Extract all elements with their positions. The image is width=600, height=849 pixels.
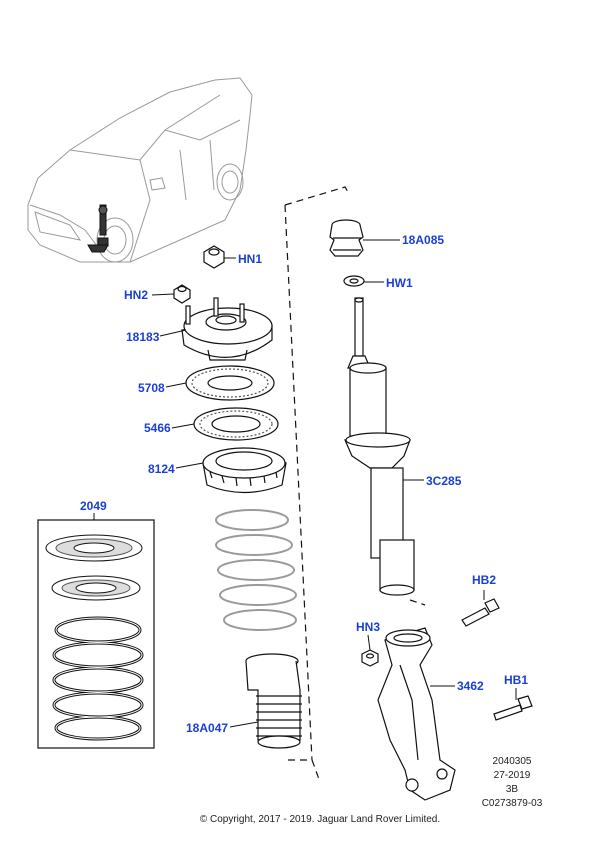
bolt-hb1 — [493, 695, 533, 721]
nut-hn2 — [173, 284, 191, 304]
spring-isolator-5466 — [193, 407, 279, 441]
callout-2049: 2049 — [80, 499, 107, 513]
callout-8124: 8124 — [148, 462, 175, 476]
drawing-revision: 3B — [506, 784, 519, 795]
callout-hw1: HW1 — [386, 276, 413, 290]
callout-5466: 5466 — [144, 421, 171, 435]
kit-2049-box — [37, 513, 155, 749]
shock-absorber-3C285 — [344, 297, 415, 596]
callout-5708: 5708 — [138, 381, 165, 395]
copyright-notice: © Copyright, 2017 - 2019. Jaguar Land Ro… — [200, 814, 440, 825]
spring-isolator-5708 — [185, 365, 275, 401]
callout-3462: 3462 — [457, 679, 484, 693]
callout-18A047: 18A047 — [186, 721, 228, 735]
drawing-number: 2040305 — [493, 756, 532, 767]
nut-hn1 — [203, 245, 225, 269]
callout-hn1: HN1 — [238, 252, 262, 266]
leader-lines — [151, 239, 517, 728]
assembly-dashed-outline — [284, 186, 426, 783]
vehicle-outline — [27, 77, 253, 263]
bolt-hb2 — [461, 598, 500, 627]
bump-stop-18A085 — [329, 219, 364, 257]
callout-hb2: HB2 — [472, 573, 496, 587]
top-mount-18183 — [181, 297, 273, 361]
callout-hb1: HB1 — [504, 673, 528, 687]
drawing-date: 27-2019 — [494, 770, 531, 781]
callout-18A085: 18A085 — [402, 233, 444, 247]
washer-hw1 — [343, 275, 365, 287]
spring-seat-8124 — [202, 447, 287, 494]
callout-18183: 18183 — [126, 330, 160, 344]
callout-hn3: HN3 — [356, 620, 380, 634]
drawing-code: C0273879-03 — [482, 798, 543, 809]
coil-spring-ghost — [215, 509, 297, 631]
callout-3C285: 3C285 — [426, 474, 462, 488]
callout-hn2: HN2 — [124, 288, 148, 302]
nut-hn3 — [361, 649, 379, 667]
shock-fork-3462 — [377, 627, 456, 801]
dust-boot-18A047 — [245, 653, 302, 749]
vehicle-highlight-strut — [87, 204, 109, 253]
